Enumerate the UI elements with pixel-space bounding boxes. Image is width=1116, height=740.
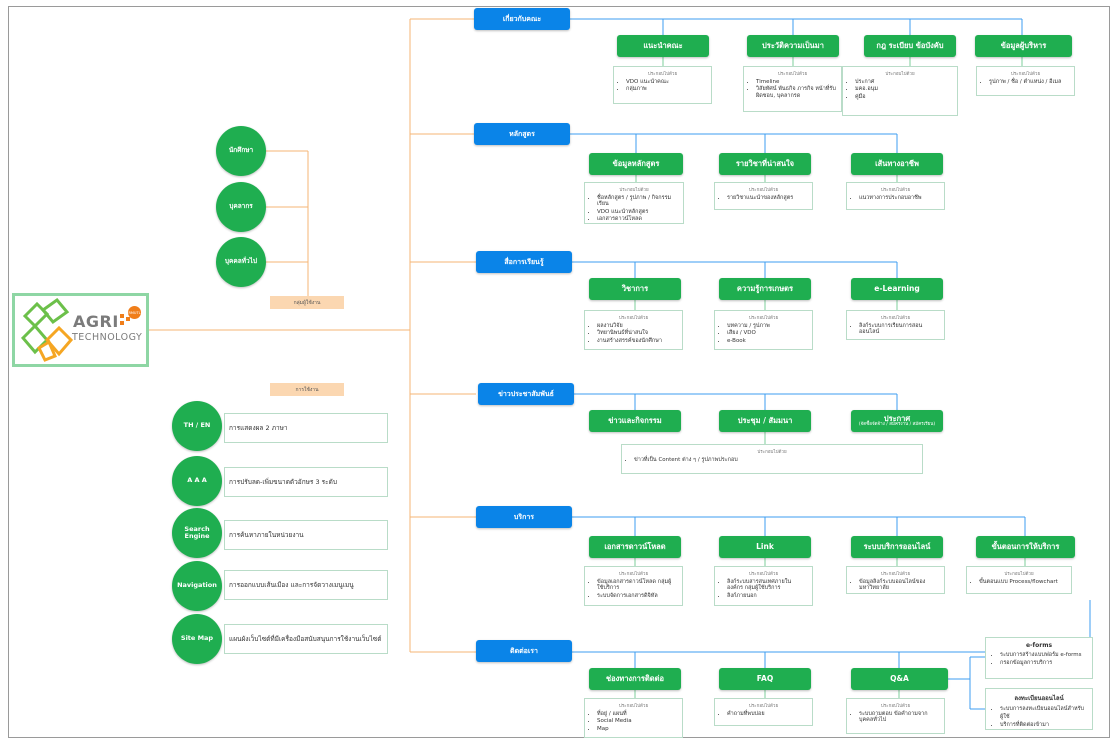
audience-node-staff: บุคลากร xyxy=(216,182,266,232)
logo-subtitle: TECHNOLOGY xyxy=(72,332,143,343)
node-services-downloads: เอกสารดาวน์โหลด xyxy=(589,536,681,558)
feature-icon-font-size: A A A xyxy=(172,456,222,506)
feature-label-navigation: การออกแบบเส้นเมือง และการจัดวางเมนูเมนู xyxy=(224,570,388,600)
node-curriculum-info: ข้อมูลหลักสูตร xyxy=(589,153,683,175)
detail-services-process: ประกอบไปด้วยขั้นตอนแบบ Process/flowchart xyxy=(966,566,1072,594)
detail-about-rules: ประกอบไปด้วยประกาศมคอ.อนุมคู่มือ xyxy=(842,66,958,116)
detail-curriculum-info: ประกอบไปด้วยชื่อหลักสูตร / รูปภาพ / กิจก… xyxy=(584,182,684,224)
detail-contact-qa: ประกอบไปด้วยระบบถามตอบ ข้อคำถามจากบุคคลท… xyxy=(846,698,945,734)
logo-mark-icon xyxy=(20,298,73,362)
node-curriculum-courses: รายวิชาที่น่าสนใจ xyxy=(719,153,811,175)
audience-node-public: บุคคลทั่วไป xyxy=(216,237,266,287)
detail-services-online: ประกอบไปด้วยข้อมูลลิงก์ระบบออนไลน์ของมหา… xyxy=(846,566,945,594)
detail-learning-agri-knowledge: ประกอบไปด้วยบทความ / รูปภาพเสียง / VDOe-… xyxy=(714,310,813,350)
feature-icon-search: Search Engine xyxy=(172,508,222,558)
node-about-history: ประวัติความเป็นมา xyxy=(747,35,839,57)
section-news: ข่าวประชาสัมพันธ์ xyxy=(478,383,574,405)
node-services-online: ระบบบริการออนไลน์ xyxy=(851,536,943,558)
feature-label-search: การค้นหาภายในหน่วยงาน xyxy=(224,520,388,550)
feature-label-sitemap: แผนผังเว็บไซต์ที่มีเครื่องมือสนับสนุนการ… xyxy=(224,624,388,654)
node-services-process: ขั้นตอนการให้บริการ xyxy=(976,536,1075,558)
node-contact-qa: Q&A xyxy=(851,668,948,690)
detail-about-intro: ประกอบไปด้วยVDO แนะนำคณะกลุ่มภาพ xyxy=(613,66,712,104)
node-about-rules: กฎ ระเบียบ ข้อบังคับ xyxy=(864,35,956,57)
node-news-meetings: ประชุม / สัมมนา xyxy=(719,410,811,432)
diagram-frame xyxy=(8,6,1110,738)
detail-curriculum-courses: ประกอบไปด้วยรายวิชาแนะนำของหลักสูตร xyxy=(714,182,813,210)
detail-learning-academic: ประกอบไปด้วยผลงานวิจัยวิทยานิพนธ์ที่น่าส… xyxy=(584,310,683,350)
audience-node-student: นักศึกษา xyxy=(216,126,266,176)
logo-badge: RMUTL xyxy=(128,306,141,319)
usage-tag: การใช้งาน xyxy=(270,383,344,396)
detail-services-downloads: ประกอบไปด้วยข้อมูลเอกสารดาวน์โหลด กลุ่มผ… xyxy=(584,566,683,606)
section-learning: สื่อการเรียนรู้ xyxy=(476,251,572,273)
node-learning-academic: วิชาการ xyxy=(589,278,681,300)
detail-learning-elearning: ประกอบไปด้วยลิงก์ระบบการเรียนการสอนออนไล… xyxy=(846,310,945,340)
feature-label-font-size: การปรับลด-เพิ่มขนาดตัวอักษร 3 ระดับ xyxy=(224,467,388,497)
node-learning-elearning: e-Learning xyxy=(851,278,943,300)
section-contact: ติดต่อเรา xyxy=(476,640,572,662)
section-about: เกี่ยวกับคณะ xyxy=(474,8,570,30)
node-news-announcements-title: ประกาศ xyxy=(883,413,911,423)
detail-services-link: ประกอบไปด้วยลิงก์ระบบสารสนเทศภายในองค์กร… xyxy=(714,566,813,606)
node-news-announcements-sub: (จัดซื้อจัดจ้าง / สมัครงาน / สมัครเรียน) xyxy=(858,421,936,427)
node-learning-agri-knowledge: ความรู้การเกษตร xyxy=(719,278,811,300)
feature-icon-language: TH / EN xyxy=(172,401,222,451)
feature-label-language: การแสดงผล 2 ภาษา xyxy=(224,413,388,443)
node-news-activities: ข่าวและกิจกรรม xyxy=(589,410,681,432)
section-services: บริการ xyxy=(476,506,572,528)
feature-icon-navigation: Navigation xyxy=(172,561,222,611)
node-services-link: Link xyxy=(719,536,811,558)
logo-dots-icon xyxy=(120,314,130,325)
agri-technology-logo: AGRI RMUTL TECHNOLOGY xyxy=(12,293,149,367)
node-contact-channels: ช่องทางการติดต่อ xyxy=(589,668,681,690)
detail-contact-faq: ประกอบไปด้วยคำถามที่พบบ่อย xyxy=(714,698,813,726)
feature-icon-sitemap: Site Map xyxy=(172,614,222,664)
detail-contact-channels: ประกอบไปด้วยที่อยู่ / แผนที่Social Media… xyxy=(584,698,683,738)
node-contact-faq: FAQ xyxy=(719,668,811,690)
detail-about-history: ประกอบไปด้วยTimelineวิสัยทัศน์ พันธกิจ ภ… xyxy=(743,66,842,112)
logo-title: AGRI xyxy=(73,312,119,331)
node-curriculum-career: เส้นทางอาชีพ xyxy=(851,153,943,175)
section-curriculum: หลักสูตร xyxy=(474,123,570,145)
detail-curriculum-career: ประกอบไปด้วยแนวทางการประกอบอาชีพ xyxy=(846,182,945,210)
panel-eforms: e-forms ระบบการสร้างแบบฟอร์ม e-formsกรอก… xyxy=(985,637,1093,679)
detail-about-executives: ประกอบไปด้วยรูปภาพ / ชื่อ / ตำแหน่ง / อี… xyxy=(976,66,1075,96)
node-about-executives: ข้อมูลผู้บริหาร xyxy=(975,35,1072,57)
panel-online-registration: ลงทะเบียนออนไลน์ ระบบการลงทะเบียนออนไลน์… xyxy=(985,688,1093,730)
detail-news: ประกอบไปด้วยข่าวที่เป็น Content ต่าง ๆ /… xyxy=(621,444,923,474)
node-about-intro: แนะนำคณะ xyxy=(617,35,709,57)
node-news-announcements: ประกาศ (จัดซื้อจัดจ้าง / สมัครงาน / สมัค… xyxy=(851,410,943,432)
audience-tag: กลุ่มผู้ใช้งาน xyxy=(270,296,344,309)
